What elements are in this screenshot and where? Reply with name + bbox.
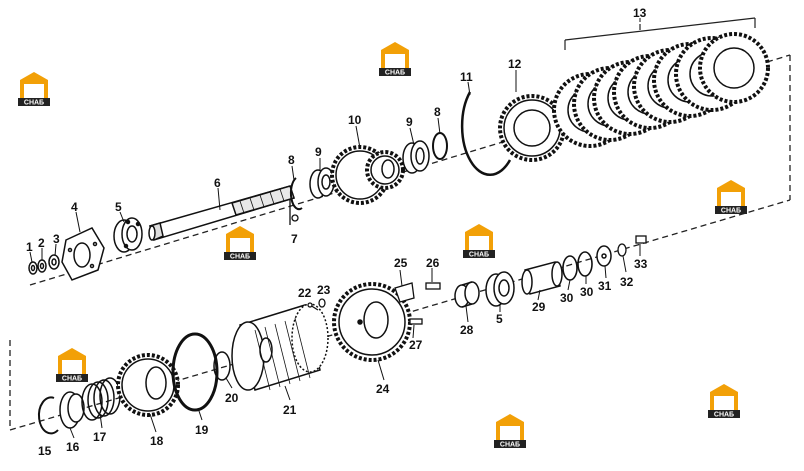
label-25: 25 (394, 256, 408, 270)
label-17: 17 (93, 430, 107, 444)
label-20: 20 (225, 391, 239, 405)
logo-watermark-4: H3 CHAБ (224, 226, 256, 261)
bearing-5-upper (113, 217, 143, 253)
screw-22 (307, 302, 319, 311)
logo-word: CHAБ (500, 442, 520, 449)
shaft-6 (148, 185, 295, 242)
label-8-left: 8 (288, 153, 295, 167)
logo-mark: H3 (389, 58, 402, 69)
label-10: 10 (348, 113, 362, 127)
bracket-25 (394, 282, 415, 303)
label-33: 33 (634, 257, 648, 271)
label-27: 27 (409, 338, 423, 352)
gear-10 (330, 145, 405, 205)
clutch-pack-13 (552, 32, 770, 148)
ring-30-right (577, 251, 593, 277)
plate-31 (596, 245, 612, 267)
label-9-right: 9 (406, 115, 413, 129)
label-12: 12 (508, 57, 522, 71)
label-18: 18 (150, 434, 164, 448)
bolt-26 (425, 282, 441, 290)
seal-ring-19 (171, 332, 219, 412)
logo-word: CHAБ (385, 70, 405, 77)
logo-mark: H3 (504, 430, 517, 441)
washer-3 (48, 254, 60, 270)
logo-word: CHAБ (714, 412, 734, 419)
label-4: 4 (71, 200, 78, 214)
bolt-27 (409, 318, 423, 325)
logo-word: CHAБ (230, 254, 250, 261)
gear-18 (116, 353, 180, 417)
label-13: 13 (633, 6, 647, 20)
label-1: 1 (26, 240, 33, 254)
logo-watermark-5: H3 CHAБ (463, 224, 495, 259)
label-2: 2 (38, 236, 45, 250)
logo-mark: H3 (718, 400, 731, 411)
label-5-upper: 5 (115, 200, 122, 214)
logo-word: CHAБ (721, 208, 741, 215)
ring-16 (59, 391, 85, 429)
logo-mark: H3 (28, 88, 41, 99)
logo-watermark-6: H3 CHAБ (56, 348, 88, 383)
logo-watermark-7: H3 CHAБ (708, 384, 740, 419)
bushing-28 (454, 281, 480, 308)
bracket-13 (564, 17, 756, 50)
label-8-right: 8 (434, 105, 441, 119)
bearing-9-right (402, 140, 430, 174)
label-19: 19 (195, 423, 209, 437)
label-15: 15 (38, 444, 52, 458)
label-3: 3 (53, 232, 60, 246)
label-24: 24 (376, 382, 390, 396)
snap-ring-11 (460, 91, 512, 177)
logo-watermark-3: H3 CHAБ (715, 180, 747, 215)
washer-1 (28, 261, 38, 275)
washer-23 (318, 298, 326, 308)
label-31: 31 (598, 279, 612, 293)
logo-watermark-2: H3 CHAБ (379, 42, 411, 77)
logo-mark: H3 (725, 196, 738, 207)
sleeve-29 (521, 261, 563, 295)
o-ring-20 (213, 351, 231, 381)
logo-mark: H3 (473, 240, 486, 251)
snap-ring-8-left (289, 177, 303, 211)
label-30-left: 30 (560, 291, 574, 305)
label-6: 6 (214, 176, 221, 190)
washer-2 (37, 259, 47, 273)
gear-24 (332, 282, 412, 362)
snap-ring-15 (38, 396, 59, 435)
label-28: 28 (460, 323, 474, 337)
label-22: 22 (298, 286, 312, 300)
logo-watermark-8: H3 CHAБ (494, 414, 526, 449)
bolt-33 (635, 235, 647, 244)
label-26: 26 (426, 256, 440, 270)
label-16: 16 (66, 440, 80, 454)
spring-17 (81, 377, 121, 421)
label-32: 32 (620, 275, 634, 289)
label-9-left: 9 (315, 145, 322, 159)
label-30-right: 30 (580, 285, 594, 299)
label-21: 21 (283, 403, 297, 417)
drum-21 (231, 303, 329, 391)
flange-4 (61, 227, 105, 281)
label-7: 7 (291, 232, 298, 246)
pin-7 (289, 200, 299, 225)
label-29: 29 (532, 300, 546, 314)
snap-ring-8-right (432, 132, 448, 160)
logo-mark: H3 (66, 364, 79, 375)
washer-32 (617, 243, 627, 257)
ring-30-left (562, 255, 578, 281)
bearing-5-lower (485, 271, 515, 307)
logo-mark: H3 (234, 242, 247, 253)
label-23: 23 (317, 283, 331, 297)
logo-word: CHAБ (469, 252, 489, 259)
logo-word: CHAБ (62, 376, 82, 383)
logo-watermark-1: H3 CHAБ (18, 72, 50, 107)
label-11: 11 (460, 70, 473, 84)
label-5-lower: 5 (496, 312, 503, 326)
part-labels: 1 2 3 4 5 6 7 8 9 10 9 8 11 12 13 15 16 … (26, 6, 648, 458)
clutch-plate-12 (498, 94, 566, 162)
logo-word: CHAБ (24, 100, 44, 107)
leader-lines (29, 18, 641, 439)
